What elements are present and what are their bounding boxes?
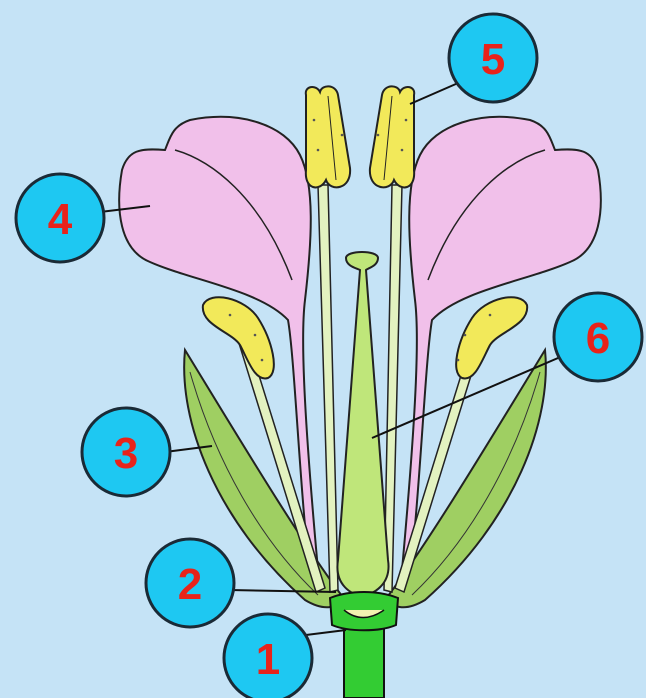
callout-5-label: 5 xyxy=(481,35,505,84)
anther-side-right xyxy=(456,297,527,378)
callout-6-label: 6 xyxy=(586,314,610,363)
callout-1-label: 1 xyxy=(256,635,280,684)
callout-5: 5 xyxy=(449,14,537,102)
anther-top-left xyxy=(306,86,350,187)
callout-4: 4 xyxy=(16,174,104,262)
stem xyxy=(344,625,384,698)
callout-1: 1 xyxy=(224,614,312,698)
callout-4-label: 4 xyxy=(48,195,73,244)
callout-6: 6 xyxy=(554,293,642,381)
callout-3-label: 3 xyxy=(114,429,138,478)
anther-top-right xyxy=(370,86,414,187)
pistil xyxy=(337,252,388,596)
callout-3: 3 xyxy=(82,408,170,496)
callout-2: 2 xyxy=(146,539,234,627)
callout-2-label: 2 xyxy=(178,560,202,609)
anther-side-left xyxy=(203,297,274,378)
